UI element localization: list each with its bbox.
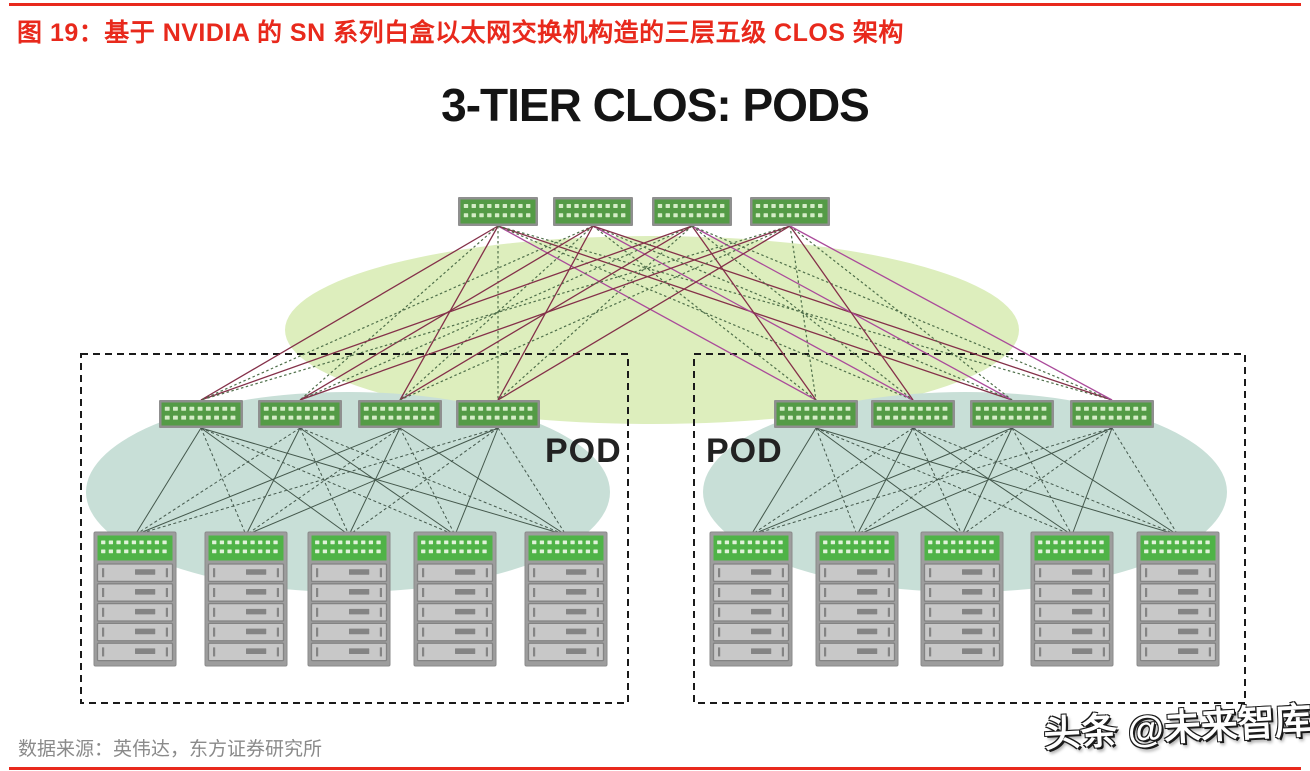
server-unit — [818, 563, 896, 583]
leaf-rack-links-right — [750, 427, 1179, 536]
server-unit — [527, 602, 605, 622]
pod-boundary-left — [80, 353, 629, 704]
server-unit — [207, 602, 285, 622]
server-unit — [1139, 622, 1217, 642]
spine-leaf-links — [200, 225, 1113, 401]
tor-switch — [208, 535, 284, 561]
server-unit — [527, 563, 605, 583]
server-unit — [818, 642, 896, 662]
server-unit — [527, 583, 605, 602]
server-unit — [818, 583, 896, 602]
server-unit — [1033, 642, 1111, 662]
server-unit — [1139, 563, 1217, 583]
server-unit — [310, 563, 388, 583]
server-rack — [307, 531, 391, 667]
server-unit — [96, 642, 174, 662]
tor-switch — [311, 535, 387, 561]
server-unit — [712, 563, 790, 583]
tor-switch — [1140, 535, 1216, 561]
spine-switch — [750, 197, 830, 226]
server-rack — [413, 531, 497, 667]
server-unit — [1139, 602, 1217, 622]
leaf-switch — [774, 400, 858, 428]
tor-switch — [97, 535, 173, 561]
tor-switch — [924, 535, 1000, 561]
server-unit — [207, 622, 285, 642]
server-unit — [527, 622, 605, 642]
server-unit — [1033, 583, 1111, 602]
server-unit — [416, 622, 494, 642]
tor-switch — [713, 535, 789, 561]
figure-title: 图 19：基于 NVIDIA 的 SN 系列白盒以太网交换机构造的三层五级 CL… — [17, 19, 904, 47]
server-unit — [1139, 583, 1217, 602]
leaf-switch — [358, 400, 442, 428]
server-unit — [923, 583, 1001, 602]
server-unit — [416, 642, 494, 662]
spine-switch — [652, 197, 732, 226]
tor-switch — [819, 535, 895, 561]
server-rack — [93, 531, 177, 667]
server-unit — [1033, 622, 1111, 642]
server-unit — [310, 602, 388, 622]
server-rack — [1030, 531, 1114, 667]
server-unit — [712, 622, 790, 642]
bottom-rule — [9, 767, 1301, 770]
tor-switch — [1034, 535, 1110, 561]
pod-boundary-right — [693, 353, 1246, 704]
source-note: 数据来源：英伟达，东方证券研究所 — [18, 739, 323, 760]
leaf-rack-links-left — [134, 427, 567, 536]
server-unit — [818, 622, 896, 642]
server-unit — [310, 583, 388, 602]
server-unit — [923, 602, 1001, 622]
server-unit — [712, 642, 790, 662]
server-unit — [416, 563, 494, 583]
spine-switch — [553, 197, 633, 226]
server-unit — [818, 602, 896, 622]
server-rack — [1136, 531, 1220, 667]
server-rack — [204, 531, 288, 667]
leaf-switch — [1070, 400, 1154, 428]
server-unit — [207, 583, 285, 602]
leaf-switch — [258, 400, 342, 428]
server-unit — [1139, 642, 1217, 662]
server-unit — [923, 563, 1001, 583]
server-unit — [96, 602, 174, 622]
server-unit — [96, 563, 174, 583]
server-unit — [1033, 563, 1111, 583]
server-unit — [923, 622, 1001, 642]
server-unit — [712, 583, 790, 602]
diagram-title: 3-TIER CLOS: PODS — [441, 79, 870, 131]
spine-layer-ellipse — [285, 236, 1019, 424]
pod-label-left: POD — [545, 432, 622, 470]
server-unit — [416, 583, 494, 602]
leaf-switch — [159, 400, 243, 428]
server-unit — [416, 602, 494, 622]
server-unit — [1033, 602, 1111, 622]
server-unit — [207, 563, 285, 583]
server-rack — [815, 531, 899, 667]
server-rack — [709, 531, 793, 667]
server-unit — [310, 642, 388, 662]
spine-switch — [458, 197, 538, 226]
server-unit — [310, 622, 388, 642]
leaf-switch — [871, 400, 955, 428]
server-unit — [96, 583, 174, 602]
server-rack — [920, 531, 1004, 667]
server-unit — [96, 622, 174, 642]
server-unit — [207, 642, 285, 662]
server-unit — [923, 642, 1001, 662]
tor-switch — [528, 535, 604, 561]
top-rule — [9, 3, 1301, 6]
server-unit — [712, 602, 790, 622]
server-unit — [527, 642, 605, 662]
server-rack — [524, 531, 608, 667]
leaf-switch — [456, 400, 540, 428]
pod-label-right: POD — [706, 432, 783, 470]
tor-switch — [417, 535, 493, 561]
leaf-switch — [970, 400, 1054, 428]
